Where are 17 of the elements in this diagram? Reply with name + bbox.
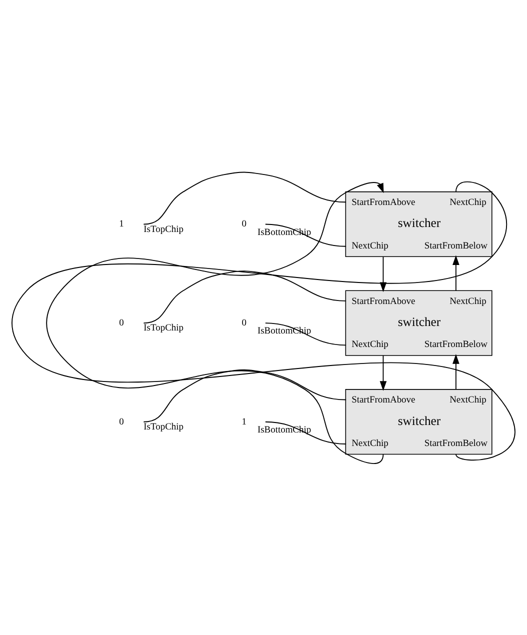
connector — [143, 270, 347, 324]
arrow — [452, 354, 460, 390]
connector — [143, 171, 347, 224]
connector — [143, 368, 347, 422]
arrow — [380, 354, 387, 390]
edge-label: IsTopChip — [144, 224, 184, 234]
arrow — [452, 254, 460, 291]
node-text: 0 — [119, 318, 124, 328]
node-text: 1 — [119, 219, 124, 230]
edge-label: IsTopChip — [144, 422, 184, 432]
arrow — [46, 182, 384, 464]
node-text: 1 — [242, 416, 246, 427]
node-text: 0 — [119, 416, 124, 427]
connector — [12, 180, 516, 460]
node-text: 0 — [242, 318, 246, 328]
edge-label: IsTopChip — [144, 323, 184, 334]
node-text: 0 — [242, 219, 246, 230]
